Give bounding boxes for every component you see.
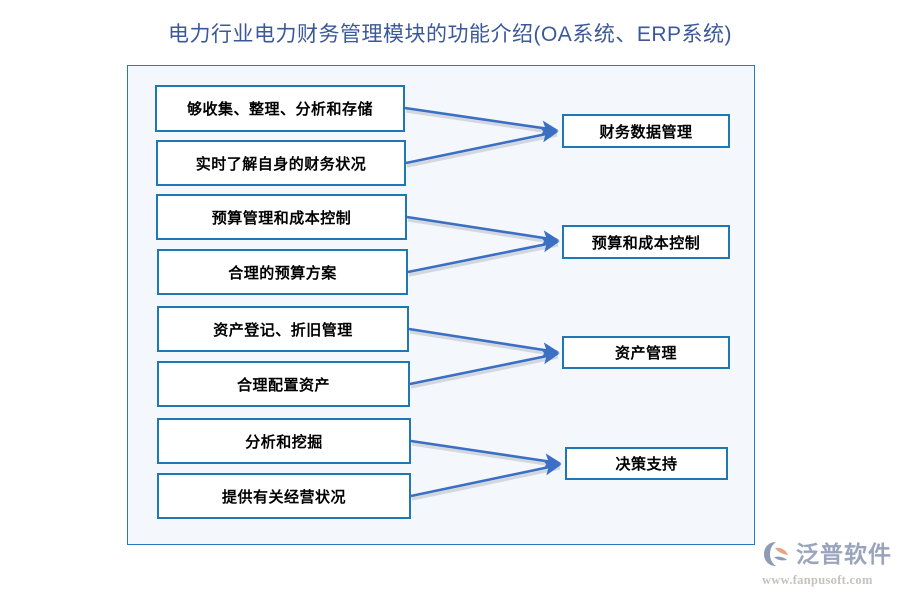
node-label: 资产管理 — [614, 345, 677, 362]
node-collect-organize-analyze-store[interactable]: 够收集、整理、分析和存储 — [155, 85, 405, 132]
node-label: 分析和挖掘 — [245, 433, 323, 451]
node-label: 决策支持 — [615, 456, 678, 473]
page-title: 电力行业电力财务管理模块的功能介绍(OA系统、ERP系统) — [0, 18, 900, 48]
node-decision-support[interactable]: 决策支持 — [565, 447, 728, 480]
node-label: 实时了解自身的财务状况 — [195, 155, 367, 173]
node-label: 预算和成本控制 — [591, 234, 701, 252]
node-asset-registration-depreciation[interactable]: 资产登记、折旧管理 — [157, 306, 409, 352]
node-reasonable-budget-plan[interactable]: 合理的预算方案 — [157, 249, 408, 295]
brand-name: 泛普软件 — [796, 541, 892, 567]
page-title-text: 电力行业电力财务管理模块的功能介绍(OA系统、ERP系统) — [167, 23, 732, 46]
node-budget-cost-control[interactable]: 预算和成本控制 — [562, 225, 730, 259]
node-label: 够收集、整理、分析和存储 — [186, 101, 373, 118]
fanpu-logo-icon — [762, 539, 792, 569]
brand-url: www.fanpusoft.com — [762, 573, 873, 587]
node-label: 合理配置资产 — [236, 376, 330, 394]
watermark-logo: 泛普软件 www.fanpusoft.com — [762, 536, 894, 594]
node-label: 预算管理和成本控制 — [211, 209, 352, 227]
node-label: 资产登记、折旧管理 — [213, 321, 353, 339]
node-asset-management[interactable]: 资产管理 — [562, 336, 730, 369]
node-label: 合理的预算方案 — [228, 264, 337, 282]
node-budget-and-cost-control[interactable]: 预算管理和成本控制 — [156, 194, 407, 240]
node-financial-data-management[interactable]: 财务数据管理 — [562, 114, 730, 148]
node-label: 财务数据管理 — [599, 123, 693, 141]
node-label: 提供有关经营状况 — [221, 488, 346, 506]
node-provide-operating-status[interactable]: 提供有关经营状况 — [157, 473, 411, 519]
node-realtime-financial-status[interactable]: 实时了解自身的财务状况 — [156, 140, 406, 186]
node-analysis-and-mining[interactable]: 分析和挖掘 — [157, 418, 411, 464]
node-reasonable-asset-allocation[interactable]: 合理配置资产 — [157, 361, 410, 407]
